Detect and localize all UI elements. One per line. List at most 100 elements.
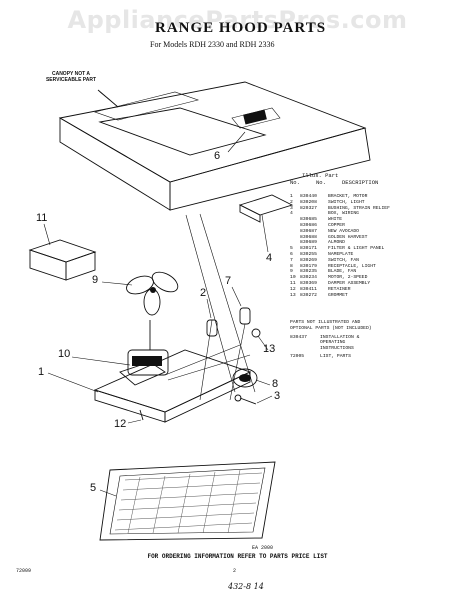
watermark: AppliancePartsPros.com xyxy=(67,6,408,34)
part-description: COPPER xyxy=(328,222,345,228)
part-number: 830411 xyxy=(300,286,317,292)
page-title: RANGE HOOD PARTS xyxy=(155,20,327,36)
callout-5: 5 xyxy=(90,482,97,494)
illus-number: 5 xyxy=(290,246,293,252)
part-description: FILTER & LIGHT PANEL xyxy=(328,246,385,252)
fan-blade-drawing xyxy=(126,271,179,316)
not-illustrated-heading: PARTS NOT ILLUSTRATED AND OPTIONAL PARTS… xyxy=(290,320,372,331)
part-number: 830440 xyxy=(300,194,317,199)
part-description: INSTALLATION & OPERATING INSTRUCTIONS xyxy=(320,334,360,352)
illus-number: 6 xyxy=(290,251,293,257)
table-row: 7 830269 SWITCH, FAN xyxy=(290,258,470,264)
illus-number: 4 xyxy=(290,211,293,217)
header-part-no: No. xyxy=(316,179,326,186)
part-description: BOX, WIRING xyxy=(328,211,359,217)
table-row: 9 830235 BLADE, FAN xyxy=(290,269,470,275)
callout-9: 9 xyxy=(92,274,99,286)
canopy-note: CANOPY NOT A SERVICEABLE PART xyxy=(45,71,97,83)
callout-7: 7 xyxy=(225,275,232,287)
table-row: 4 BOX, WIRING xyxy=(290,211,470,217)
motor-assembly-drawing xyxy=(93,320,252,423)
part-number: 830235 xyxy=(300,269,317,275)
receptacle-drawing xyxy=(232,368,258,405)
illus-number: 13 xyxy=(290,292,296,298)
part-number: 830688 xyxy=(300,234,317,240)
part-number: 830208 xyxy=(300,199,317,205)
part-description: WHITE xyxy=(328,217,343,223)
part-description: DAMPER ASSEMBLY xyxy=(328,280,371,286)
table-row: 830687 NEW AVOCADO xyxy=(290,229,470,235)
callout-6: 6 xyxy=(214,150,221,162)
part-description: RECEPTACLE, LIGHT xyxy=(328,263,376,269)
illus-number: 8 xyxy=(290,263,293,269)
page-subtitle: For Models RDH 2330 and RDH 2336 xyxy=(150,40,275,49)
part-description: NAMEPLATE xyxy=(328,251,354,257)
wiring-box-drawing xyxy=(238,194,294,223)
callout-10: 10 xyxy=(58,348,71,360)
part-number: 830272 xyxy=(300,292,317,298)
part-description: BUSHING, STRAIN RELIEF xyxy=(328,205,390,211)
damper-assembly-drawing xyxy=(28,239,97,281)
table-row: 8 830179 RECEPTACLE, LIGHT xyxy=(290,264,470,270)
callout-11: 11 xyxy=(36,212,48,224)
header-description: DESCRIPTION xyxy=(342,179,379,186)
callout-1: 1 xyxy=(38,366,45,378)
drawing-code: EA 2000 xyxy=(252,545,274,551)
part-description: BLADE, FAN xyxy=(328,269,357,275)
page-number: 2 xyxy=(233,568,237,574)
part-number: 830686 xyxy=(300,222,317,228)
callout-leaders xyxy=(43,131,273,497)
part-description: SWITCH, FAN xyxy=(328,257,359,263)
handwritten-note: 432-8 14 xyxy=(228,582,264,591)
illus-number: 12 xyxy=(290,286,296,292)
illus-number: 11 xyxy=(290,280,296,286)
part-description: ALMOND xyxy=(328,240,345,246)
illus-number: 1 xyxy=(290,194,293,199)
part-number: 830255 xyxy=(300,251,317,257)
part-description: MOTOR, 2-SPEED xyxy=(328,275,368,281)
not-illustrated-section: PARTS NOT ILLUSTRATED AND OPTIONAL PARTS… xyxy=(290,320,380,360)
callout-12: 12 xyxy=(114,418,127,430)
part-number: 830234 xyxy=(300,275,317,281)
table-row: 6 830255 NAMEPLATE xyxy=(290,252,470,258)
callout-13: 13 xyxy=(263,343,276,355)
canopy-drawing xyxy=(58,81,371,211)
table-row: 10 830234 MOTOR, 2-SPEED xyxy=(290,275,470,281)
part-number: 830689 xyxy=(300,240,317,246)
callout-3: 3 xyxy=(274,390,281,402)
part-description: LIST, PARTS xyxy=(320,353,351,359)
table-row: 830686 COPPER xyxy=(290,223,470,229)
callout-2: 2 xyxy=(200,287,207,299)
part-description: GOLDEN HARVEST xyxy=(328,234,368,240)
illus-number: 9 xyxy=(290,269,293,275)
page-code: 72009 xyxy=(16,568,32,574)
part-description: SWITCH, LIGHT xyxy=(328,199,365,205)
part-number: 830269 xyxy=(300,257,317,263)
illus-number: 10 xyxy=(290,275,296,281)
callout-4: 4 xyxy=(266,252,273,264)
part-number: 72005 xyxy=(290,353,305,359)
filter-panel-drawing xyxy=(99,461,276,541)
table-row: 830685 WHITE xyxy=(290,217,470,223)
switches-drawing xyxy=(185,213,261,401)
part-number: 820327 xyxy=(300,205,317,211)
table-row: 11 830369 DAMPER ASSEMBLY xyxy=(290,281,470,287)
callout-8: 8 xyxy=(272,378,279,390)
part-number: 830179 xyxy=(300,263,317,269)
header-illus-part: Illus. Part xyxy=(302,172,339,179)
part-number: 830687 xyxy=(300,228,317,234)
table-row: 830689 ALMOND xyxy=(290,240,470,246)
part-number: 830369 xyxy=(300,280,317,286)
ordering-footer: FOR ORDERING INFORMATION REFER TO PARTS … xyxy=(147,553,328,560)
table-row: 830688 GOLDEN HARVEST xyxy=(290,235,470,241)
illus-number: 2 xyxy=(290,199,293,205)
illus-number: 7 xyxy=(290,257,293,263)
part-number: 830685 xyxy=(300,217,317,223)
part-description: NEW AVOCADO xyxy=(328,228,359,234)
